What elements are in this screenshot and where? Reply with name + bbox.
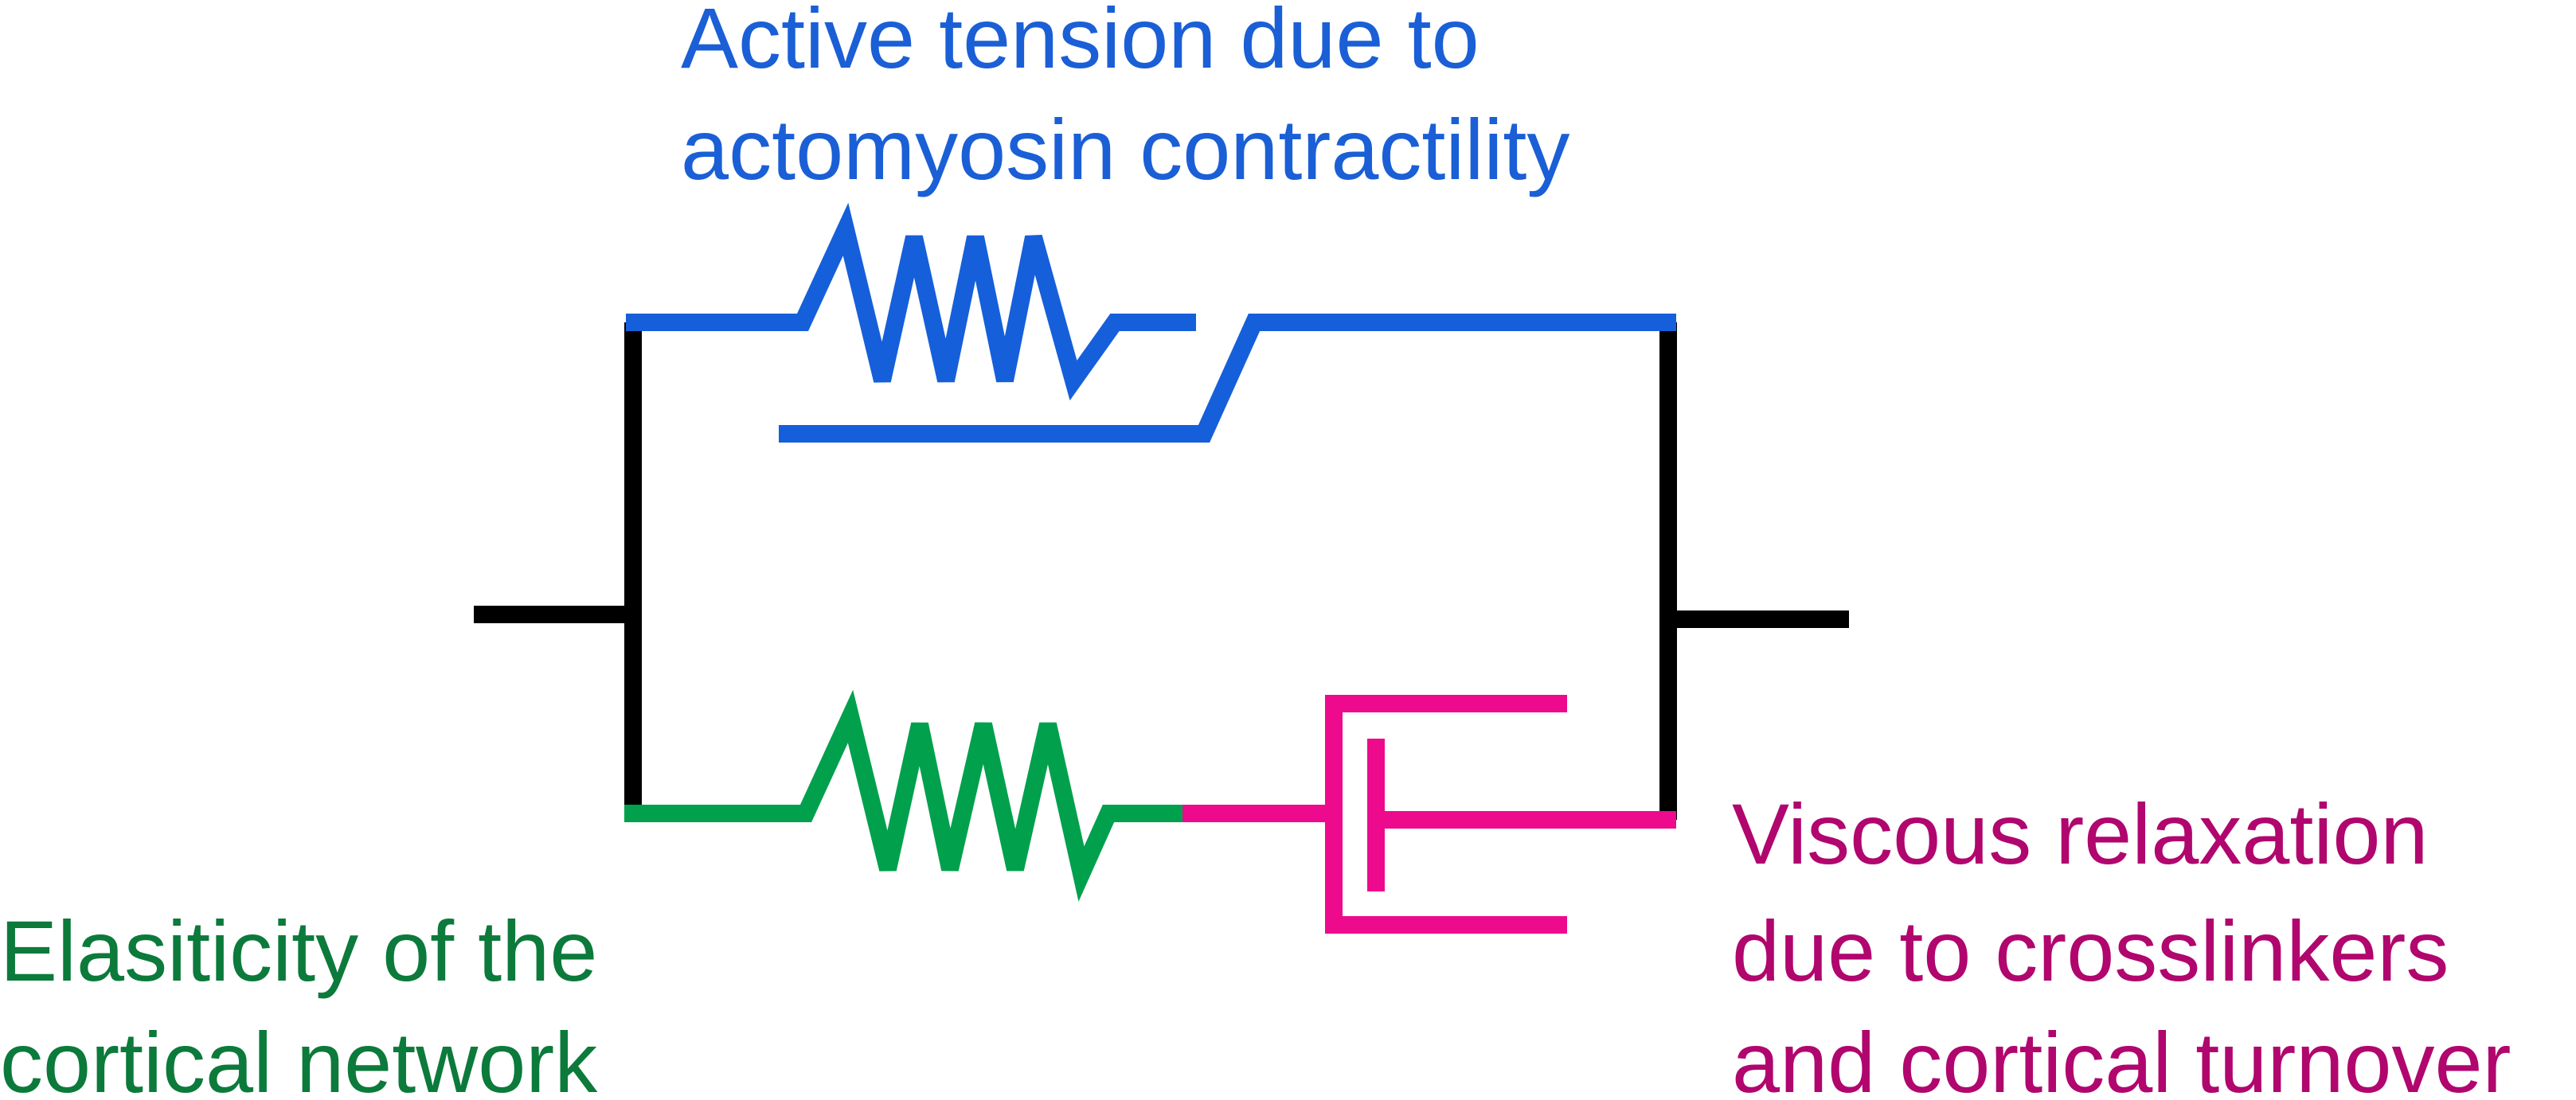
active-spring	[626, 202, 1196, 401]
active-tension-label-line2: actomyosin contractility	[681, 101, 1569, 197]
elasticity-label-line1: Elasiticity of the	[0, 903, 597, 999]
dashpot-cylinder	[1325, 695, 1567, 934]
viscous-label-line2: due to crosslinkers	[1732, 903, 2449, 999]
viscous-dashpot	[1182, 695, 1676, 934]
viscous-label-line1: Viscous relaxation	[1732, 786, 2429, 882]
elastic-element	[624, 689, 1182, 902]
frame	[474, 322, 1849, 820]
elasticity-label-line2: cortical network	[0, 1014, 598, 1100]
viscous-label-line3: and cortical turnover	[1732, 1014, 2512, 1100]
elastic-spring	[624, 689, 1182, 902]
active-piston-rod	[779, 314, 1676, 443]
active-contractile-element	[626, 202, 1676, 443]
active-tension-label-line1: Active tension due to	[681, 0, 1480, 86]
